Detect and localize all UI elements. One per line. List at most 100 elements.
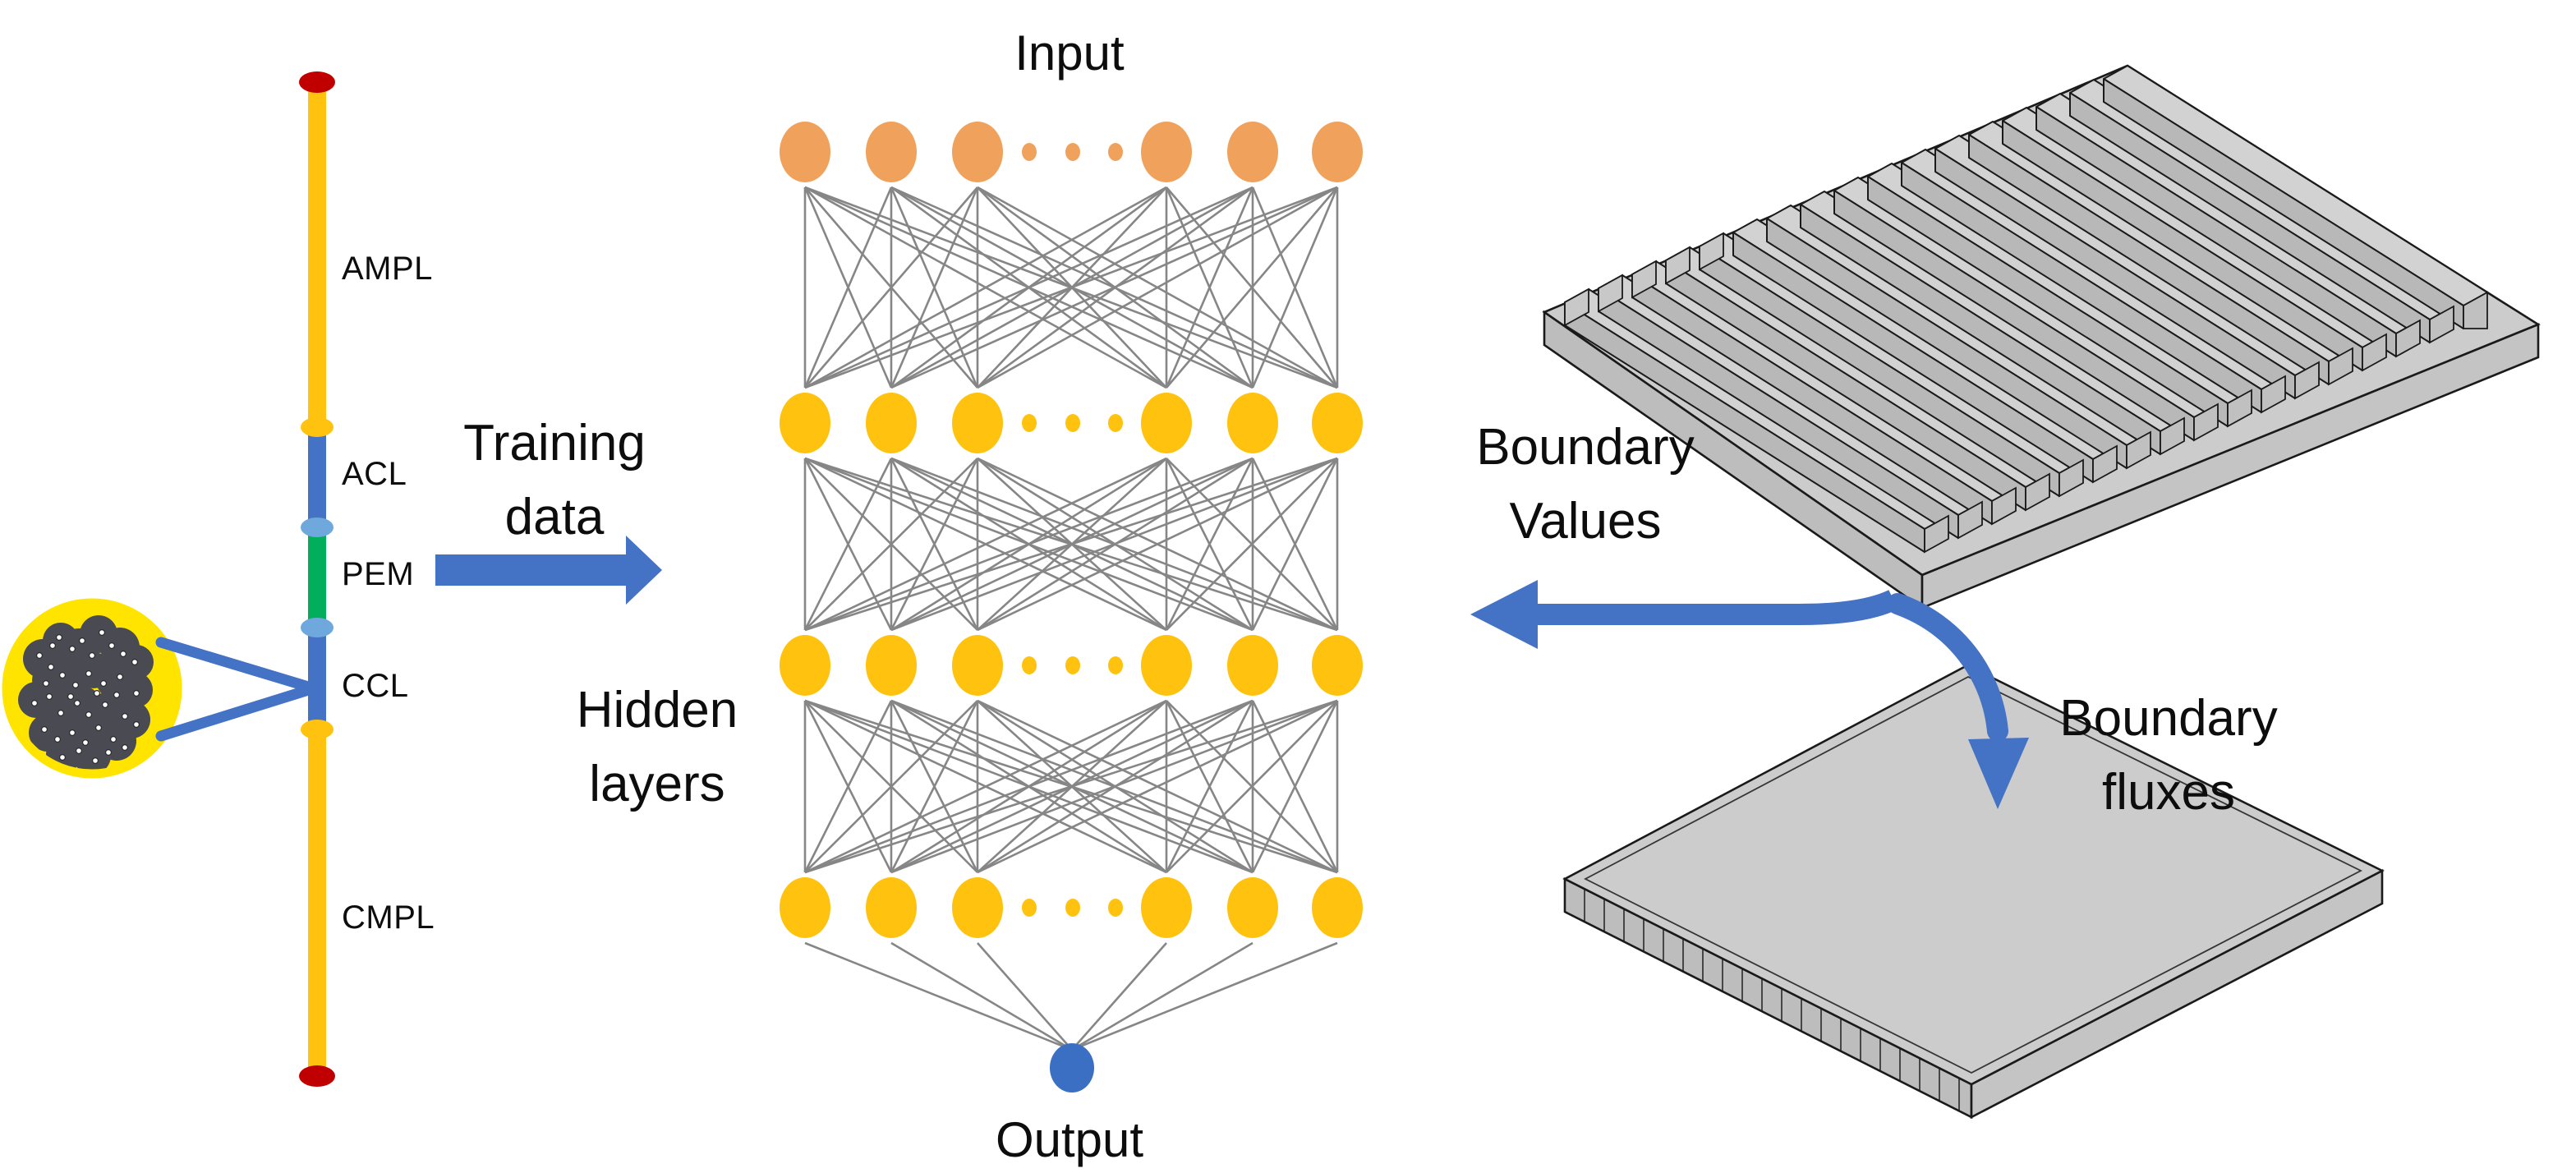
hidden-ellipsis-dot <box>1022 899 1037 917</box>
edges-hidden1-to-hidden2 <box>803 457 1339 632</box>
input-ellipsis-dot <box>1108 143 1123 161</box>
input-node <box>1227 122 1278 182</box>
input-node <box>1312 122 1363 182</box>
catalyst-agglomerate-inset <box>2 598 182 779</box>
boundary-fluxes-annotation: Boundary fluxes <box>2059 690 2277 821</box>
boundary-fluxes-label-line2: fluxes <box>2102 764 2235 821</box>
layer-ampl <box>308 82 326 427</box>
stack-top-cap <box>299 71 335 93</box>
top-slab-left-rib-caps <box>1564 232 1724 327</box>
hidden-layer-2-nodes <box>780 635 1363 696</box>
hidden-node <box>780 393 830 453</box>
boundary-fluxes-arrowhead-icon <box>1968 738 2029 809</box>
layer-ccl <box>308 634 326 733</box>
hidden-node <box>1141 635 1192 696</box>
input-ellipsis-dot <box>1022 143 1037 161</box>
boundary-values-arrowhead-icon <box>1470 580 1538 649</box>
label-acl: ACL <box>342 456 407 492</box>
boundary-fluxes-label-line1: Boundary <box>2059 690 2277 747</box>
layer-acl <box>308 427 326 519</box>
training-data-annotation: Training data <box>435 415 662 605</box>
interface-dot-pem-ccl <box>301 618 334 637</box>
hidden-ellipsis-dot <box>1108 656 1123 674</box>
ionomer-ring <box>2 598 182 779</box>
hidden-node <box>1227 877 1278 938</box>
hidden-layers-label-line1: Hidden <box>577 682 738 738</box>
hidden-node <box>780 635 830 696</box>
layer-pem <box>308 534 326 624</box>
hidden-node <box>866 393 917 453</box>
hidden-node <box>1312 393 1363 453</box>
hidden-layer-3-nodes <box>780 877 1363 938</box>
input-ellipsis-dot <box>1065 143 1080 161</box>
hidden-ellipsis-dot <box>1022 414 1037 432</box>
stack-bottom-cap <box>299 1065 335 1087</box>
label-ccl: CCL <box>342 668 409 704</box>
hidden-ellipsis-dot <box>1065 414 1080 432</box>
neural-network: Input <box>577 25 1363 1167</box>
boundary-values-annotation: Boundary Values <box>1476 419 1694 550</box>
hidden-node <box>866 635 917 696</box>
bottom-slab-top-face <box>1562 664 2385 1086</box>
layer-cmpl <box>308 733 326 1076</box>
training-data-arrow-icon <box>435 536 662 605</box>
hidden-layer-1-nodes <box>780 393 1363 453</box>
hidden-ellipsis-dot <box>1108 414 1123 432</box>
edges-hidden2-to-hidden3 <box>803 699 1339 874</box>
top-slab-ribs <box>1564 65 2488 553</box>
boundary-fluxes-arrow-shaft <box>1887 593 2008 742</box>
input-layer-label: Input <box>1014 25 1125 80</box>
carbon-agglomerates <box>18 615 154 774</box>
hidden-ellipsis-dot <box>1022 656 1037 674</box>
bottom-slab-rim-line <box>1584 675 2362 1074</box>
boundary-values-label-line1: Boundary <box>1476 419 1694 476</box>
interface-dot-acl-pem <box>301 518 334 537</box>
hidden-node <box>1141 393 1192 453</box>
network-edges <box>803 186 1339 1051</box>
label-ampl: AMPL <box>342 251 433 287</box>
hidden-node <box>1227 393 1278 453</box>
boundary-values-arrow-shaft <box>1524 590 1898 625</box>
input-node <box>780 122 830 182</box>
label-cmpl: CMPL <box>342 899 435 936</box>
top-slab-right-thickness <box>1920 323 2540 610</box>
hidden-ellipsis-dot <box>1108 899 1123 917</box>
output-layer-label: Output <box>996 1112 1143 1167</box>
platinum-particles <box>30 628 140 764</box>
bottom-smooth-slab <box>1562 664 2385 1120</box>
edges-hidden3-to-output <box>804 941 1338 1051</box>
interface-dot-ccl-cmpl <box>301 720 334 739</box>
input-node <box>952 122 1003 182</box>
top-ribbed-slab <box>1542 64 2541 610</box>
input-layer-nodes <box>780 122 1363 182</box>
label-pem: PEM <box>342 556 414 592</box>
input-node <box>1141 122 1192 182</box>
hidden-node <box>1141 877 1192 938</box>
agglomerate-cluster <box>18 615 154 774</box>
input-node <box>866 122 917 182</box>
top-slab-rib-ends <box>1924 291 2488 554</box>
hidden-layers-label-line2: layers <box>589 756 724 812</box>
mea-layer-labels: AMPL ACL PEM CCL CMPL <box>342 251 435 936</box>
hidden-node <box>866 877 917 938</box>
hidden-node <box>952 635 1003 696</box>
hidden-node <box>1312 877 1363 938</box>
training-data-label-line1: Training <box>463 415 646 472</box>
boundary-values-label-line2: Values <box>1510 493 1662 550</box>
hidden-ellipsis-dot <box>1065 899 1080 917</box>
hidden-node <box>952 393 1003 453</box>
interface-dot-ampl-acl <box>301 417 334 437</box>
hidden-node <box>1312 635 1363 696</box>
bottom-slab-ribs <box>1584 889 1960 1111</box>
hidden-node <box>780 877 830 938</box>
boundary-exchange-arrows <box>1470 580 2029 809</box>
edges-input-to-hidden1 <box>803 186 1339 389</box>
hidden-node <box>952 877 1003 938</box>
output-node <box>1050 1043 1094 1092</box>
inset-connector-lines <box>155 637 320 742</box>
membrane-electrode-assembly-stack <box>299 71 335 1087</box>
hidden-ellipsis-dot <box>1065 656 1080 674</box>
hidden-node <box>1227 635 1278 696</box>
